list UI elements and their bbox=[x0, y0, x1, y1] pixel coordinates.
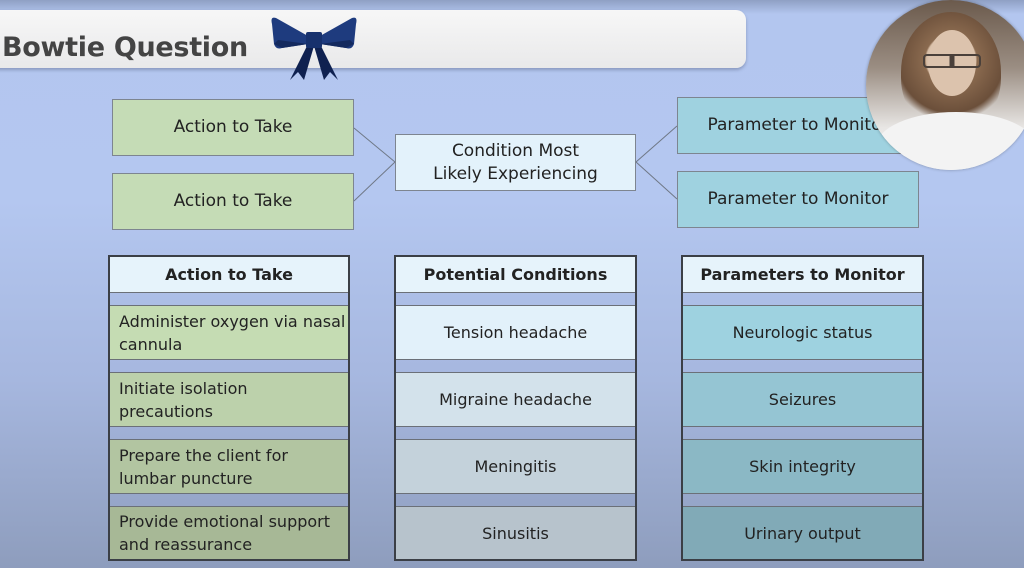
parameter-slot-label: Parameter to Monitor bbox=[707, 115, 889, 135]
option-text-line: cannula bbox=[119, 334, 183, 354]
condition-option[interactable]: Migraine headache bbox=[396, 372, 635, 427]
connector-line bbox=[635, 161, 678, 200]
option-text: Seizures bbox=[768, 390, 837, 409]
option-text: Neurologic status bbox=[732, 323, 873, 342]
connector-line bbox=[635, 125, 678, 163]
conditions-column: Potential Conditions Tension headache Mi… bbox=[394, 255, 637, 561]
condition-slot-label-line2: Likely Experiencing bbox=[433, 163, 598, 184]
parameter-option[interactable]: Skin integrity bbox=[683, 439, 922, 494]
action-option[interactable]: Prepare the client for lumbar puncture bbox=[110, 439, 348, 494]
action-slot-label: Action to Take bbox=[173, 117, 293, 137]
parameters-column-header: Parameters to Monitor bbox=[683, 257, 922, 293]
condition-slot-label-line1: Condition Most bbox=[451, 140, 580, 161]
parameter-option[interactable]: Urinary output bbox=[683, 506, 922, 559]
parameter-option[interactable]: Seizures bbox=[683, 372, 922, 427]
title-bar: Bowtie Question bbox=[0, 10, 746, 80]
page-title: Bowtie Question bbox=[2, 32, 248, 63]
parameter-slot-label: Parameter to Monitor bbox=[707, 189, 889, 209]
option-text: Sinusitis bbox=[482, 523, 549, 543]
option-text: Skin integrity bbox=[749, 457, 856, 476]
parameters-column: Parameters to Monitor Neurologic status … bbox=[681, 255, 924, 561]
bow-icon bbox=[271, 17, 357, 80]
condition-option[interactable]: Tension headache bbox=[396, 305, 635, 360]
option-text: Migraine headache bbox=[439, 390, 592, 409]
option-text-line: Prepare the client for bbox=[119, 445, 288, 465]
connector-line bbox=[353, 127, 396, 163]
option-text-line: Provide emotional support bbox=[119, 512, 331, 531]
option-text: Meningitis bbox=[474, 457, 557, 476]
glasses-icon bbox=[923, 54, 981, 68]
actions-column: Action to Take Administer oxygen via nas… bbox=[108, 255, 350, 561]
action-slot-1[interactable]: Action to Take bbox=[112, 99, 354, 156]
action-slot-2[interactable]: Action to Take bbox=[112, 173, 354, 230]
action-slot-label: Action to Take bbox=[173, 191, 293, 211]
option-text-line: and reassurance bbox=[119, 535, 253, 554]
action-option[interactable]: Provide emotional support and reassurance bbox=[110, 506, 348, 559]
option-text-line: Initiate isolation bbox=[119, 378, 248, 398]
condition-slot[interactable]: Condition Most Likely Experiencing bbox=[395, 134, 636, 191]
option-text-line: precautions bbox=[119, 401, 213, 421]
option-text: Urinary output bbox=[744, 523, 861, 543]
option-text-line: Administer oxygen via nasal bbox=[119, 311, 346, 331]
option-text: Tension headache bbox=[443, 323, 588, 342]
option-text-line: lumbar puncture bbox=[119, 468, 253, 488]
parameter-option[interactable]: Neurologic status bbox=[683, 305, 922, 360]
action-option[interactable]: Administer oxygen via nasal cannula bbox=[110, 305, 348, 360]
conditions-column-header: Potential Conditions bbox=[396, 257, 635, 293]
presenter-webcam bbox=[866, 0, 1024, 170]
condition-option[interactable]: Meningitis bbox=[396, 439, 635, 494]
condition-option[interactable]: Sinusitis bbox=[396, 506, 635, 559]
parameter-slot-2[interactable]: Parameter to Monitor bbox=[677, 171, 919, 228]
connector-line bbox=[353, 161, 396, 202]
presenter-shirt bbox=[876, 112, 1024, 170]
actions-column-header: Action to Take bbox=[110, 257, 348, 293]
action-option[interactable]: Initiate isolation precautions bbox=[110, 372, 348, 427]
